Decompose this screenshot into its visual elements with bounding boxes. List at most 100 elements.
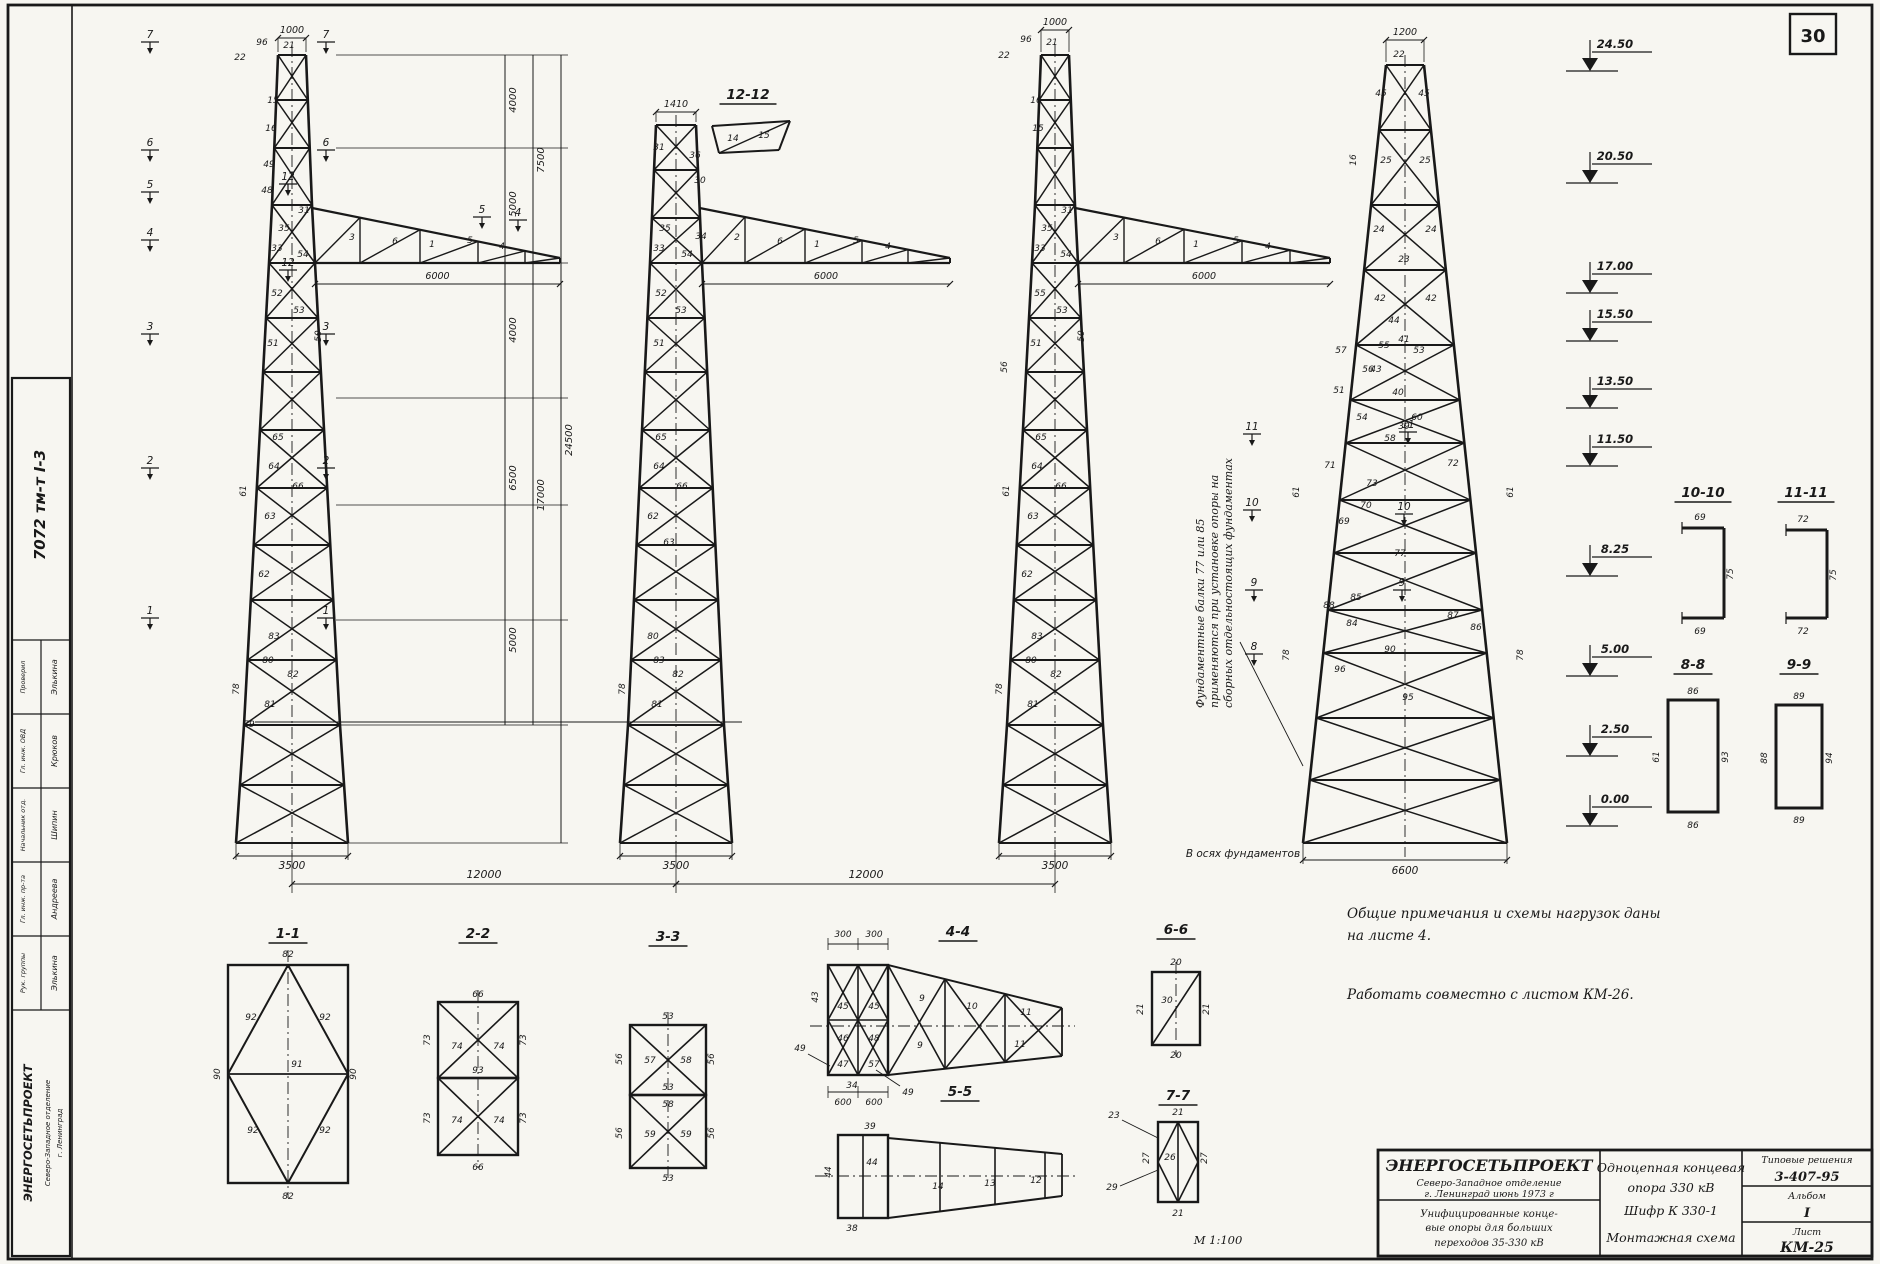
member-label: 91 [291,1060,302,1070]
marker-arrow [479,223,485,229]
marker-arrow [515,226,521,232]
dim-tick [288,880,296,888]
section-marker: 7 [323,29,330,41]
member-label: 43 [1370,365,1382,375]
member-line [1013,599,1100,661]
member-label: 75 [1726,568,1736,580]
member-label: 74 [493,1042,505,1052]
member-label: 55 [1378,341,1390,351]
dim-tick [1065,26,1073,34]
member-label: 49 [794,1044,806,1054]
dim-tick [995,852,1003,860]
member-label: 96 [1334,665,1346,675]
crossarm-top-chord [311,206,561,260]
dim-text: 24500 [564,424,575,456]
member-label: 49 [902,1088,914,1098]
dim-tick [1299,856,1307,864]
member-label: 16 [1349,154,1359,166]
member-line [1241,249,1291,264]
member-line [227,1073,289,1184]
member-label: 65 [272,433,284,443]
member-label: 63 [663,538,675,548]
member-line [1345,399,1461,444]
member-line [1370,129,1432,206]
member-line [273,99,309,149]
marker-arrow [285,276,291,282]
document-number: 7072 тм-т I-3 [31,450,49,560]
member-label: 82 [287,670,299,680]
marker-arrow [1249,440,1255,446]
section-marker: 10 [1245,497,1259,509]
member-line [633,599,722,661]
member-line [273,147,313,206]
member-line [633,544,716,601]
dim-tick [1420,36,1428,44]
member-line [239,784,349,844]
member-line [250,599,337,661]
member-label: 53 [662,1174,674,1184]
member-label: 78 [995,683,1005,695]
stamp-name: Андреева [50,879,59,921]
member-label: 80 [262,656,274,666]
member-label: 88 [1323,601,1335,611]
scale-note: М 1:100 [1193,1233,1243,1247]
member-line [1327,552,1477,611]
member-label: 15 [1032,124,1044,134]
member-label: 5 [1233,236,1239,246]
member-line [1010,659,1104,726]
member-line [1036,99,1072,149]
marker-arrow [1251,660,1257,666]
member-line [1019,429,1088,489]
member-label: 23 [1398,255,1410,265]
drawing-title-line-2: опора 330 кВ [1627,1180,1714,1195]
dim-tick [946,280,954,288]
org-city-date: г. Ленинград июнь 1973 г [1424,1189,1554,1200]
member-line [1316,652,1487,719]
member-label: 73 [1366,479,1378,489]
sheet-value: КМ-25 [1779,1240,1834,1256]
member-label: 74 [451,1116,463,1126]
member-label: 47 [837,1060,849,1070]
member-line [711,125,720,154]
member-line [887,1195,1063,1219]
dim-text: 7500 [536,147,547,172]
title-block: ЭНЕРГОСЕТЬПРОЕКТ Северо-Западное отделен… [1376,1148,1874,1258]
elevation-value: 13.50 [1597,374,1633,388]
member-line [1349,344,1455,401]
member-label: 83 [653,656,665,666]
member-line [827,964,859,1021]
member-label: 13 [984,1179,996,1189]
member-label: 58 [662,1100,674,1110]
member-line [1010,599,1097,661]
member-label: 33 [271,244,283,254]
member-label: 45 [1418,89,1430,99]
marker-arrow [147,340,153,346]
member-line [1339,442,1465,501]
note-line-2: на листе 4. [1347,928,1431,944]
section-marker: 7 [147,29,154,41]
member-line [419,240,479,264]
member-label: 73 [519,1034,529,1046]
member-label: 61 [1652,751,1662,762]
member-label: 44 [824,1166,834,1178]
member-line [1002,784,1112,844]
member-line [227,964,289,1075]
member-label: 22 [998,51,1010,61]
member-line [243,659,337,726]
member-label: 33 [653,244,665,254]
member-label: 25 [1380,156,1392,166]
marker-arrow [147,624,153,630]
member-line [857,1019,889,1076]
org-subdivision: Северо-Западное отделение [1416,1178,1561,1189]
member-label: 44 [1388,316,1400,326]
member-label: 58 [1384,434,1396,444]
member-label: 89 [1793,692,1805,702]
dim-tick [311,280,319,288]
member-label: 78 [618,683,628,695]
member-label: 69 [1694,627,1706,637]
member-label: 77 [1394,549,1406,559]
member-line [1040,54,1072,101]
member-line [1038,99,1074,149]
member-label: 83 [1031,632,1043,642]
member-label: 39 [1398,422,1410,432]
